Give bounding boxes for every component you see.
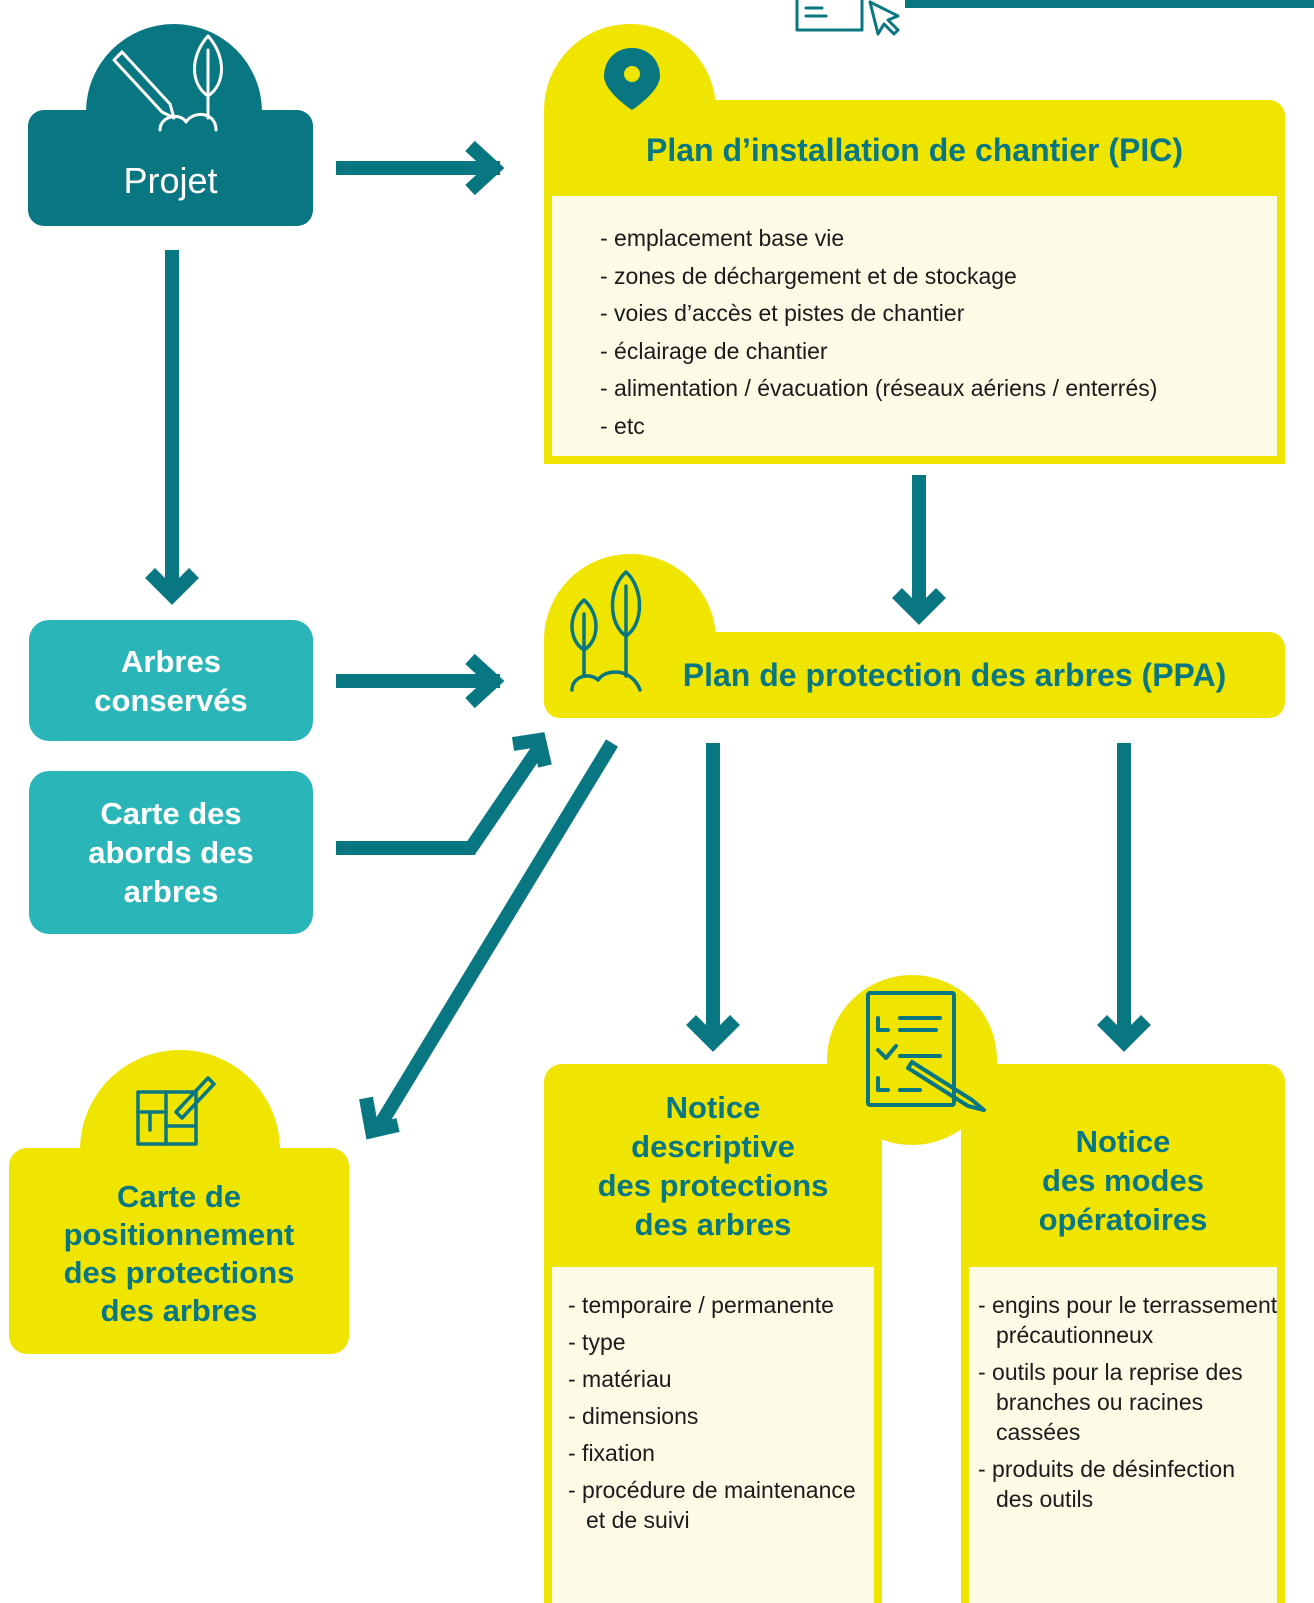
- list-item: - engins pour le terrassement précaution…: [978, 1292, 1278, 1348]
- document-cursor-icon: [795, 0, 900, 36]
- carte-abords-box: Carte des abords des arbres: [29, 771, 313, 934]
- notice-descriptive-title-box: Notice descriptive des protections des a…: [544, 1064, 882, 1267]
- notice-descriptive-title-line: des protections: [597, 1167, 829, 1203]
- pic-title: Plan d’installation de chantier (PIC): [646, 131, 1183, 168]
- list-item: - zones de déchargement et de stockage: [600, 262, 1017, 289]
- notice-modes-body: [961, 1267, 1285, 1603]
- arrow-carte-ppa: [336, 744, 545, 855]
- notice-descriptive-title-line: des arbres: [634, 1206, 792, 1242]
- carte-abords-line: arbres: [123, 874, 219, 909]
- list-item: - produits de désinfection des outils: [978, 1456, 1235, 1512]
- carte-abords-line: Carte des: [100, 796, 242, 831]
- arrow-head: [892, 588, 946, 625]
- notice-modes-title-box: Notice des modes opératoires: [961, 1064, 1285, 1267]
- cp-line: des arbres: [100, 1293, 258, 1328]
- notice-descriptive-body: [544, 1267, 882, 1603]
- ppa-title: Plan de protection des arbres (PPA): [682, 656, 1227, 693]
- notice-descriptive-list: - temporaire / permanente - type - matér…: [568, 1290, 880, 1542]
- list-item: - éclairage de chantier: [600, 337, 828, 364]
- list-item: - etc: [600, 412, 645, 439]
- notice-descriptive-title-line: Notice: [665, 1089, 761, 1125]
- notice-modes-title-line: Notice: [1075, 1124, 1171, 1159]
- cp-line: positionnement: [63, 1217, 295, 1252]
- location-pin-icon: [604, 48, 660, 110]
- pencil-leaf-icon: [112, 34, 223, 132]
- list-item: - procédure de maintenance et de suivi: [568, 1477, 856, 1533]
- trees-icon: [570, 570, 642, 692]
- pic-list: - emplacement base vie - zones de déchar…: [600, 220, 1157, 445]
- list-item: - fixation: [568, 1440, 655, 1466]
- list-item: - outils pour la reprise des branches ou…: [978, 1359, 1243, 1445]
- arrow-head: [686, 1015, 740, 1052]
- carte-abords-line: abords des: [88, 835, 254, 870]
- carte-positionnement-box: [9, 1148, 349, 1354]
- cp-line: des protections: [63, 1255, 295, 1290]
- arrow-head: [465, 140, 505, 196]
- projet-box: [28, 110, 313, 226]
- list-item: - voies d’accès et pistes de chantier: [600, 300, 965, 326]
- list-item: - alimentation / évacuation (réseaux aér…: [600, 375, 1158, 401]
- ppa-title-strip: Plan de protection des arbres (PPA): [544, 632, 1285, 718]
- arrow-head: [511, 732, 552, 768]
- notice-modes-title-line: opératoires: [1038, 1202, 1208, 1237]
- arrow-head: [359, 1096, 400, 1140]
- blueprint-pencil-icon: [136, 1076, 216, 1146]
- list-item: - matériau: [568, 1366, 672, 1392]
- pic-body: [544, 196, 1285, 464]
- top-bar: [905, 0, 1314, 8]
- pic-title-strip: Plan d’installation de chantier (PIC): [544, 100, 1285, 200]
- arrow-head: [465, 653, 505, 709]
- arbres-conserves-box: Arbres conservés: [29, 620, 313, 741]
- arrow-head: [145, 568, 199, 605]
- checklist-pencil-icon: [866, 991, 986, 1112]
- carte-positionnement-label: Carte de positionnement des protections …: [9, 1178, 349, 1330]
- projet-label: Projet: [123, 160, 218, 201]
- cp-line: Carte de: [116, 1179, 242, 1214]
- notice-modes-title-line: des modes: [1042, 1163, 1204, 1198]
- notice-modes-list: - engins pour le terrassement précaution…: [978, 1290, 1278, 1521]
- arrows: [145, 140, 1151, 1140]
- arbres-conserves-line: conservés: [94, 682, 248, 718]
- arbres-conserves-line: Arbres: [121, 643, 221, 679]
- notice-descriptive-title-line: descriptive: [631, 1128, 795, 1164]
- list-item: - type: [568, 1329, 626, 1355]
- arrow-head: [1097, 1015, 1151, 1052]
- arrow-ppa-carte-positionnement: [374, 739, 618, 1129]
- list-item: - emplacement base vie: [600, 225, 845, 251]
- list-item: - temporaire / permanente: [568, 1292, 834, 1318]
- list-item: - dimensions: [568, 1403, 699, 1429]
